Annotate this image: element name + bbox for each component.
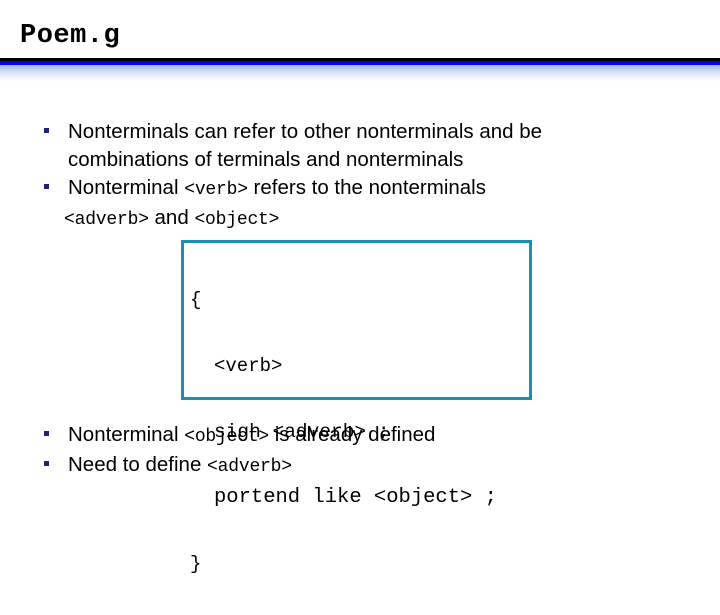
title-divider [0,58,720,81]
page-title: Poem.g [20,21,121,51]
bullet-marker-icon [44,461,49,466]
code-line-close-brace: } [190,553,202,575]
code-line-sigh: sigh <adverb> ; [214,421,390,443]
bullet-line-2: <adverb> and <object> [64,204,682,234]
bullet-line-1: Nonterminals can refer to other nontermi… [68,120,543,143]
nonterminal-token-verb: <verb> [184,180,248,200]
bullet-list-top: Nonterminals can refer to other nontermi… [36,118,682,234]
bullet-text-prefix: Need to define [68,453,208,476]
bullet-line-2: combinations of terminals and nontermina… [68,148,464,171]
code-line-open-brace: { [190,289,202,311]
bullet-marker-icon [44,128,49,133]
bullet-marker-icon [44,184,49,189]
nonterminal-token-adverb: <adverb> [64,210,149,230]
list-item: Nonterminal <verb> refers to the nonterm… [36,174,682,234]
list-item: Nonterminal <object> is already defined [36,421,682,451]
list-item: Nonterminals can refer to other nontermi… [36,118,682,174]
code-line-verb: <verb> [214,355,283,377]
bullet-line-1: Need to define <adverb> [68,451,682,481]
bullet-text-conjunction: and [148,206,195,229]
bullet-text-middle: refers to the nonterminals [247,176,486,199]
bullet-marker-icon [44,431,49,436]
bullet-text-prefix: Nonterminal [68,176,185,199]
bullet-text-prefix: Nonterminal [68,423,185,446]
nonterminal-token-adverb: <adverb> [207,457,292,477]
nonterminal-token-object: <object> [184,427,270,447]
bullet-text-suffix: is already defined [269,423,436,446]
list-item: Need to define <adverb> [36,451,682,481]
code-line-portend: portend like <object> ; [214,486,497,509]
code-block: { <verb> sigh <adverb> ; portend like <o… [181,240,532,575]
bullet-line-1: Nonterminal <verb> refers to the nonterm… [68,174,682,204]
divider-gradient-band [0,65,720,81]
divider-black-line [0,58,720,61]
divider-blue-line [0,61,720,65]
bullet-list-bottom: Nonterminal <object> is already defined … [36,421,682,481]
code-block-content: { <verb> sigh <adverb> ; portend like <o… [184,243,529,615]
nonterminal-token-object: <object> [194,210,280,230]
bullet-line-1: Nonterminal <object> is already defined [68,421,682,451]
